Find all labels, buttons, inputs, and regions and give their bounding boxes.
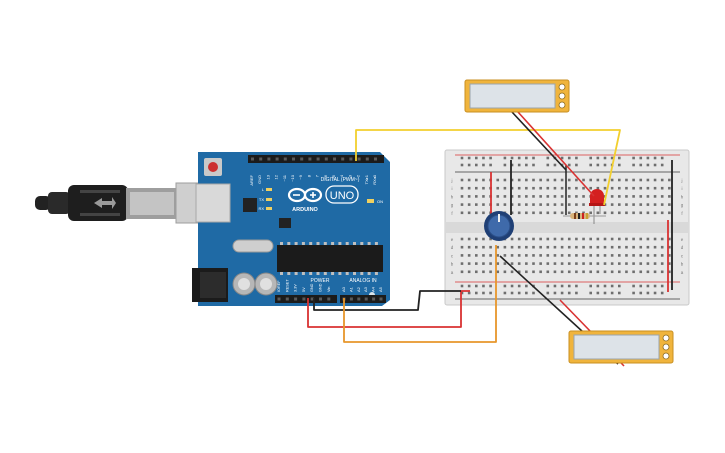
row-letter: b: [681, 262, 684, 267]
red-led[interactable]: [589, 189, 605, 224]
row-letter: g: [681, 203, 684, 208]
row-letter: c: [681, 253, 684, 258]
power-header[interactable]: [275, 295, 337, 303]
digital-pin-label: ~3: [347, 174, 352, 179]
digital-pin-label: 8: [306, 174, 311, 177]
power-pin-label: GND: [310, 283, 314, 292]
row-letter: a: [681, 270, 684, 275]
analog-header[interactable]: [340, 295, 386, 303]
row-letter: a: [451, 270, 454, 275]
power-label: POWER: [311, 278, 330, 284]
tx-label: TX: [259, 197, 264, 202]
row-letter: b: [451, 262, 454, 267]
row-letter: i: [452, 186, 453, 191]
analog-pin-label: A3: [363, 286, 368, 292]
row-letter: e: [451, 237, 454, 242]
digital-pin-label: ~11: [282, 174, 287, 181]
multimeter-top[interactable]: [464, 79, 570, 113]
power-pin-label: IOREF: [277, 280, 281, 292]
digital-pin-label: 7: [315, 174, 320, 177]
l-label: L: [262, 187, 265, 192]
usb-chip: [243, 198, 257, 212]
arduino-logo: [287, 187, 323, 203]
analog-pin-label: A0: [341, 286, 346, 292]
on-label: ON: [377, 199, 383, 204]
analog-pin-label: A1: [348, 286, 353, 292]
analog-pin-label: A2: [356, 286, 361, 292]
analog-pin-label: A4: [371, 286, 376, 292]
digital-header[interactable]: [248, 155, 384, 163]
row-letter: d: [681, 245, 684, 250]
digital-pin-label: 4: [339, 174, 344, 177]
row-letter: f: [451, 211, 453, 216]
analog-in-label: ANALOG IN: [349, 278, 377, 284]
power-pin-label: RESET: [285, 279, 289, 292]
power-pin-label: GND: [319, 283, 323, 292]
row-letter: j: [451, 178, 453, 183]
row-letter: h: [681, 194, 684, 199]
digital-pin-label: ~9: [298, 174, 303, 179]
uno-badge: [325, 185, 359, 204]
power-pin-label: 5V: [302, 287, 306, 292]
usb-port: [195, 183, 231, 223]
digital-pin-label: 12: [274, 174, 279, 179]
multimeter-bottom[interactable]: [568, 330, 674, 364]
power-pin-label: Vin: [327, 287, 331, 292]
atmega-chip: [277, 245, 383, 272]
row-letter: e: [681, 237, 684, 242]
digital-pin-label: GND: [257, 175, 262, 184]
row-letter: h: [451, 194, 454, 199]
digital-label: DIGITAL (PWM~): [321, 177, 360, 183]
digital-pin-label: RX◂0: [372, 174, 377, 185]
digital-pin-label: 2: [356, 174, 361, 177]
digital-pin-label: TX▸1: [364, 174, 369, 184]
meter-display: [573, 334, 660, 360]
row-letter: d: [451, 245, 454, 250]
arduino-text: ARDUINO: [292, 207, 318, 213]
meter-display: [469, 83, 556, 109]
resistor[interactable]: [563, 213, 606, 219]
rx-label: RX: [258, 206, 264, 211]
row-letter: g: [451, 203, 454, 208]
digital-pin-label: 13: [265, 174, 270, 179]
analog-pin-label: A5: [378, 286, 383, 292]
digital-pin-label: ~10: [290, 174, 295, 182]
row-letter: f: [681, 211, 683, 216]
row-letter: i: [682, 186, 683, 191]
crystal: [232, 239, 274, 253]
digital-pin-label: AREF: [249, 174, 254, 185]
usb-cable: [35, 182, 207, 224]
digital-pin-label: ~6: [323, 174, 328, 179]
row-letter: j: [681, 178, 683, 183]
power-pin-label: 3.3V: [294, 284, 298, 292]
row-letter: c: [451, 253, 454, 258]
digital-pin-label: ~5: [331, 174, 336, 179]
uno-text: UNO: [330, 190, 355, 202]
potentiometer[interactable]: [484, 211, 514, 241]
